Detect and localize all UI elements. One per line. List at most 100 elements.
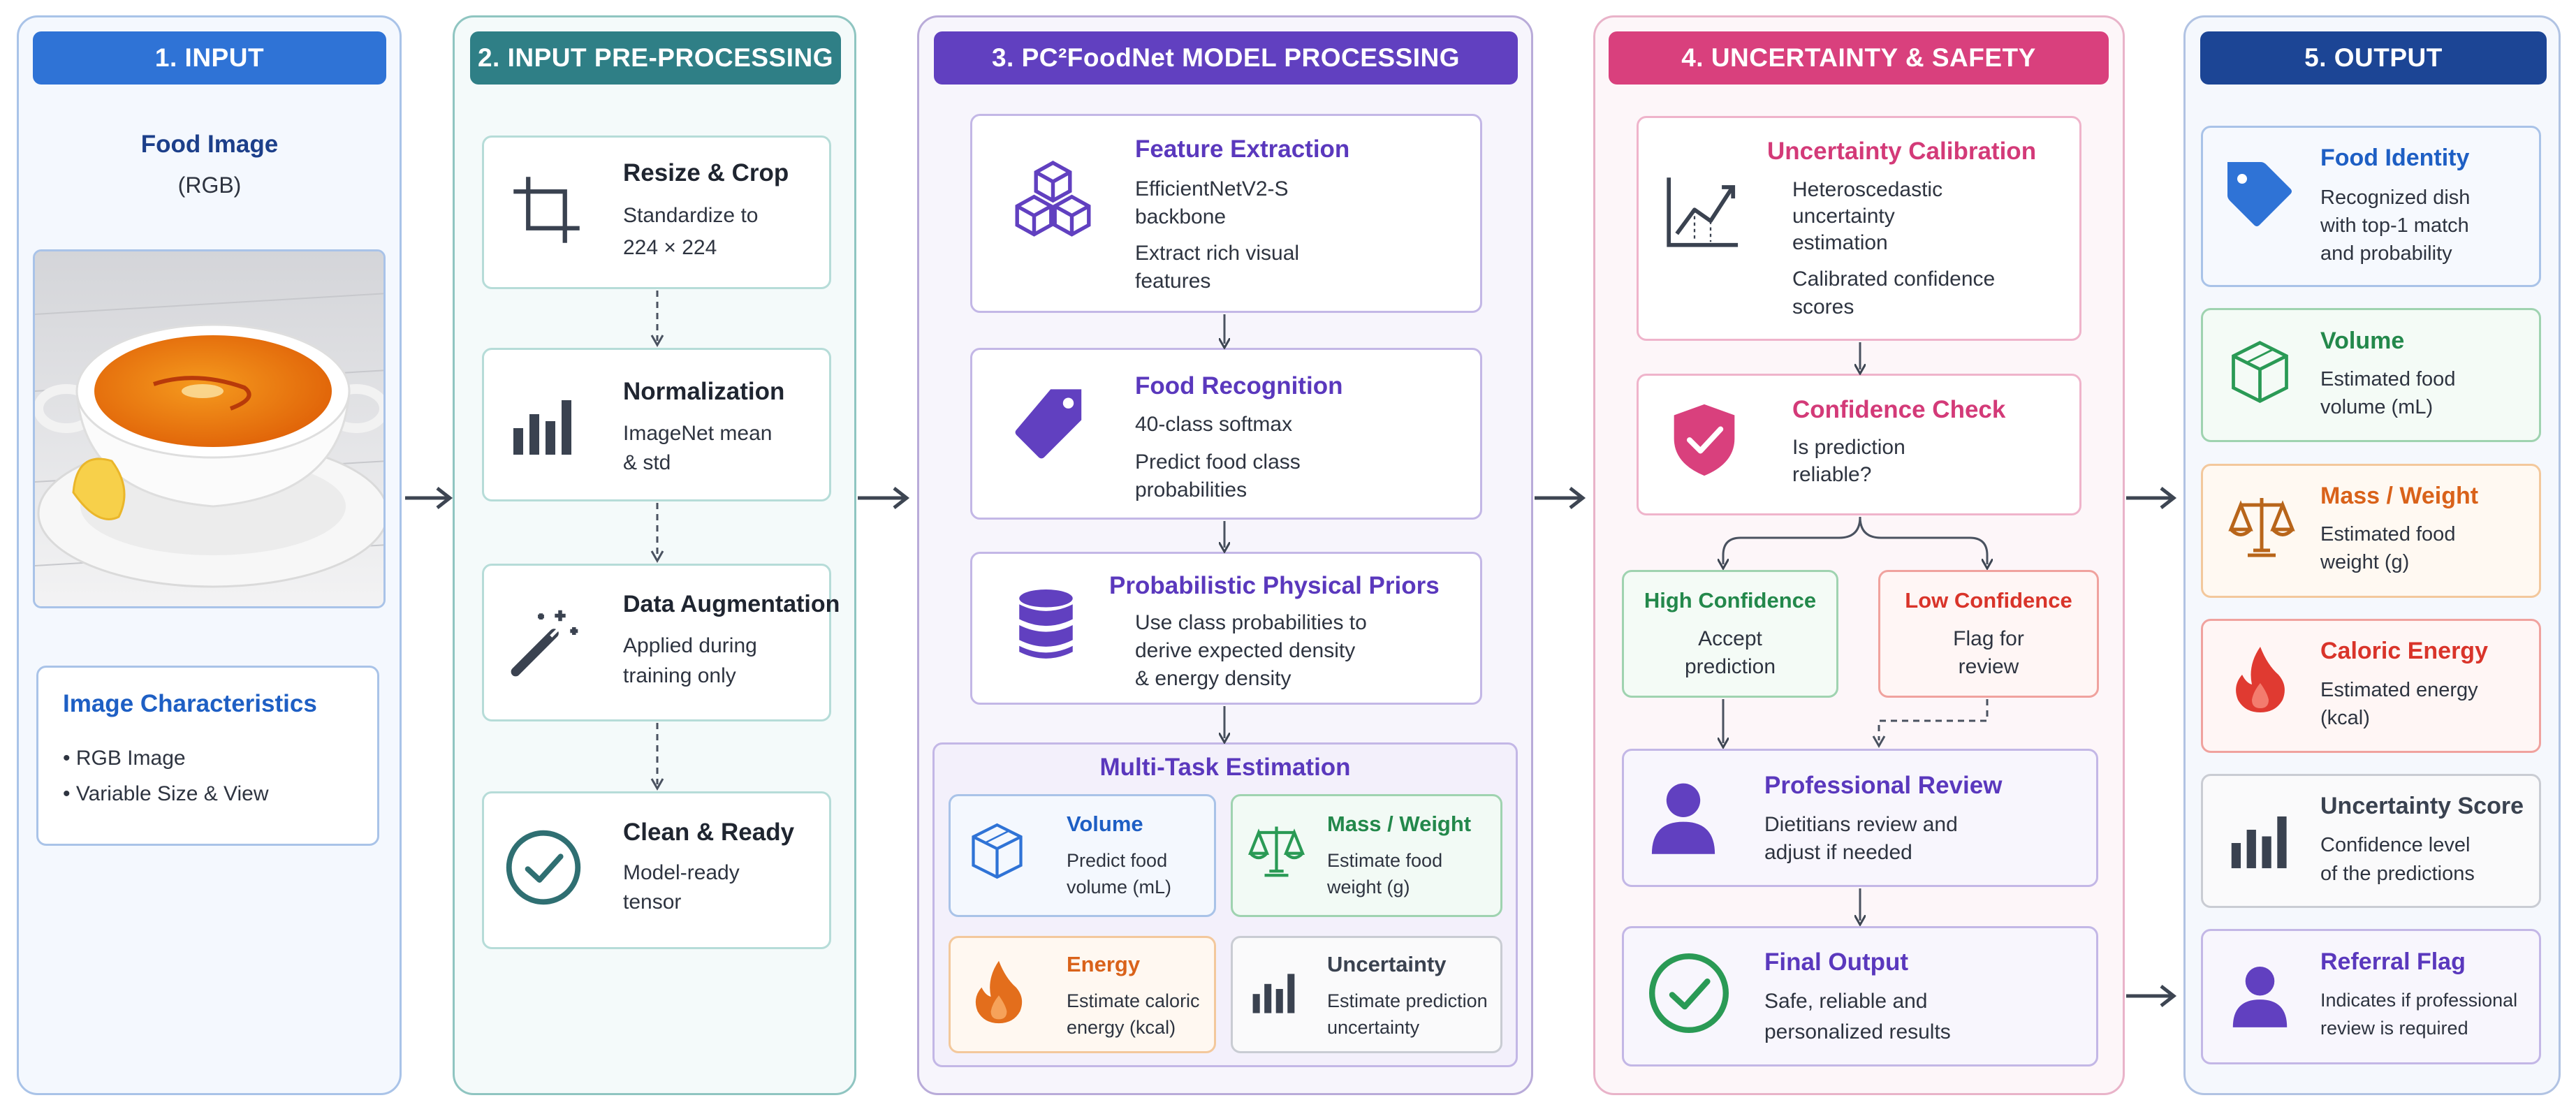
low-confidence-card xyxy=(1878,570,2099,698)
resize-crop-card xyxy=(482,135,831,289)
bar-chart-icon xyxy=(2228,803,2295,870)
recog-line2: Predict food class xyxy=(1135,450,1301,474)
high-line2: prediction xyxy=(1684,655,1776,678)
output-energy-card xyxy=(2201,619,2541,753)
physical-priors-title: Probabilistic Physical Priors xyxy=(1109,572,1440,599)
output-uncertainty-title: Uncertainty Score xyxy=(2320,793,2524,819)
magic-wand-icon xyxy=(506,604,583,681)
output-energy-line2: (kcal) xyxy=(2320,707,2370,729)
high-confidence-title: High Confidence xyxy=(1644,588,1817,613)
resize-crop-line1: Standardize to xyxy=(623,204,759,227)
uncertainty-task-line1: Estimate prediction xyxy=(1327,990,1488,1011)
output-energy-line1: Estimated energy xyxy=(2320,679,2478,701)
char-item-variable: • Variable Size & View xyxy=(63,782,269,805)
output-referral-title: Referral Flag xyxy=(2320,948,2466,975)
uncertainty-calibration-title: Uncertainty Calibration xyxy=(1767,138,2037,165)
output-mass-title: Mass / Weight xyxy=(2320,483,2479,509)
final-line2: personalized results xyxy=(1764,1020,1951,1043)
crop-icon xyxy=(510,173,583,247)
output-referral-line1: Indicates if professional xyxy=(2320,990,2518,1011)
preprocessing-header: 2. INPUT PRE-PROCESSING xyxy=(470,31,841,85)
shield-check-icon xyxy=(1669,398,1739,482)
clean-ready-line1: Model-ready xyxy=(623,861,740,884)
output-uncertainty-line1: Confidence level xyxy=(2320,834,2471,856)
calib-line5: scores xyxy=(1792,295,1854,318)
feature-extraction-title: Feature Extraction xyxy=(1135,135,1350,163)
database-icon xyxy=(1016,587,1076,664)
output-volume-line1: Estimated food xyxy=(2320,368,2456,390)
mass-task-title: Mass / Weight xyxy=(1327,812,1472,836)
low-confidence-title: Low Confidence xyxy=(1905,588,2072,613)
output-mass-card xyxy=(2201,464,2541,598)
output-uncertainty-line2: of the predictions xyxy=(2320,863,2475,885)
energy-task-line2: energy (kcal) xyxy=(1067,1017,1176,1038)
volume-task-title: Volume xyxy=(1067,812,1143,836)
volume-task-card xyxy=(949,794,1216,917)
output-food-identity-line3: and probability xyxy=(2320,242,2452,265)
scale-icon xyxy=(1247,821,1306,880)
augmentation-title: Data Augmentation xyxy=(623,591,840,617)
professional-review-card xyxy=(1622,749,2098,887)
priors-line2: derive expected density xyxy=(1135,639,1356,662)
output-mass-line2: weight (g) xyxy=(2320,551,2410,573)
final-output-card xyxy=(1622,926,2098,1067)
food-recognition-title: Food Recognition xyxy=(1135,372,1343,400)
output-referral-line2: review is required xyxy=(2320,1018,2468,1039)
resize-crop-line2: 224 × 224 xyxy=(623,236,717,259)
flame-icon xyxy=(2232,644,2289,714)
bar-chart-icon xyxy=(1250,964,1301,1014)
check-circle-icon xyxy=(504,828,583,907)
output-volume-title: Volume xyxy=(2320,328,2405,354)
check-line1: Is prediction xyxy=(1792,436,1905,459)
flame-icon xyxy=(971,958,1027,1025)
calib-line1: Heteroscedastic xyxy=(1792,178,1943,201)
volume-task-line2: volume (mL) xyxy=(1067,877,1172,897)
high-line1: Accept xyxy=(1698,627,1762,650)
energy-task-title: Energy xyxy=(1067,952,1141,976)
calib-line2: uncertainty xyxy=(1792,205,1895,228)
normalization-card xyxy=(482,348,831,501)
recog-line1: 40-class softmax xyxy=(1135,413,1293,436)
review-line1: Dietitians review and xyxy=(1764,813,1958,836)
low-line1: Flag for xyxy=(1953,627,2024,650)
food-photo xyxy=(33,249,386,608)
volume-task-line1: Predict food xyxy=(1067,850,1168,871)
multi-task-title: Multi-Task Estimation xyxy=(1099,754,1351,781)
recog-line3: probabilities xyxy=(1135,478,1247,501)
energy-task-line1: Estimate caloric xyxy=(1067,990,1200,1011)
output-volume-line2: volume (mL) xyxy=(2320,396,2434,418)
final-output-title: Final Output xyxy=(1764,948,1909,976)
priors-line1: Use class probabilities to xyxy=(1135,611,1367,634)
uncertainty-task-title: Uncertainty xyxy=(1327,952,1447,976)
output-referral-card xyxy=(2201,929,2541,1064)
mass-task-line2: weight (g) xyxy=(1327,877,1410,897)
uncertainty-safety-header: 4. UNCERTAINTY & SAFETY xyxy=(1609,31,2109,85)
box-icon xyxy=(2227,335,2293,409)
mass-task-line1: Estimate food xyxy=(1327,850,1443,871)
food-image-subtitle: (RGB) xyxy=(177,173,242,198)
uncertainty-task-line2: uncertainty xyxy=(1327,1017,1420,1038)
professional-review-title: Professional Review xyxy=(1764,772,2003,799)
bar-chart-icon xyxy=(510,386,580,456)
cubes-icon xyxy=(1006,157,1100,251)
normalization-line1: ImageNet mean xyxy=(623,422,773,445)
clean-ready-card xyxy=(482,791,831,949)
clean-ready-line2: tensor xyxy=(623,891,682,914)
tag-icon xyxy=(1011,386,1088,463)
feature-line4: features xyxy=(1135,270,1211,293)
tag-icon xyxy=(2225,159,2295,229)
output-food-identity-line2: with top-1 match xyxy=(2320,214,2469,237)
output-food-identity-title: Food Identity xyxy=(2320,145,2470,171)
box-icon xyxy=(967,821,1027,881)
normalization-line2: & std xyxy=(623,451,671,474)
image-characteristics-title: Image Characteristics xyxy=(63,690,317,717)
person-icon xyxy=(2230,962,2290,1029)
output-volume-card xyxy=(2201,308,2541,442)
resize-crop-title: Resize & Crop xyxy=(623,159,789,186)
low-line2: review xyxy=(1958,655,2019,678)
high-confidence-card xyxy=(1622,570,1838,698)
augmentation-line2: training only xyxy=(623,664,736,687)
check-line2: reliable? xyxy=(1792,463,1872,486)
output-header: 5. OUTPUT xyxy=(2200,31,2547,85)
output-uncertainty-card xyxy=(2201,774,2541,908)
